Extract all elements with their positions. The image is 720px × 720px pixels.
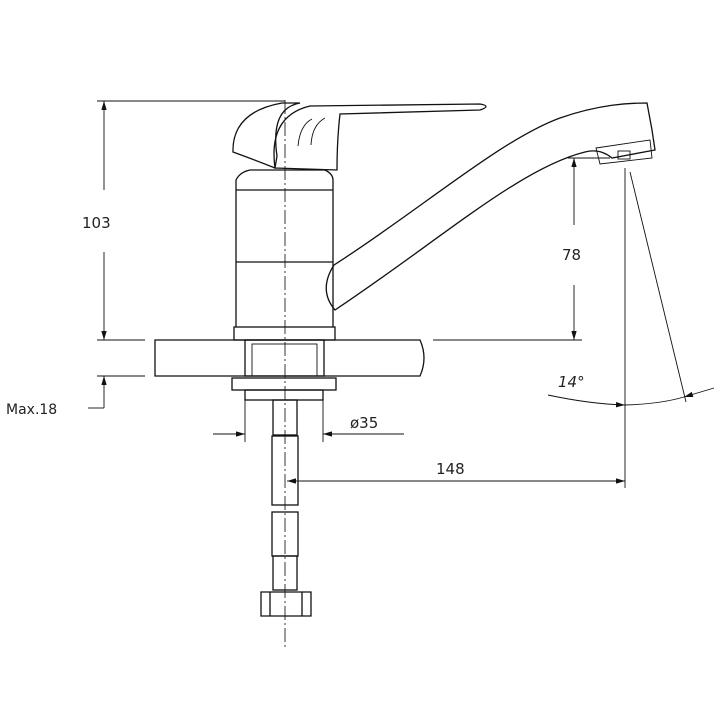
- dimension-label-clearance: 78: [562, 246, 581, 264]
- dimension-angle: 14°: [547, 168, 715, 488]
- dimension-diameter: ø35: [213, 400, 404, 442]
- aerator: [595, 139, 653, 165]
- faucet-spout: [325, 102, 656, 311]
- dimension-148: 148: [287, 460, 625, 484]
- hex-nut: [260, 591, 312, 617]
- lever-handle: [232, 102, 487, 171]
- dimension-max18: Max.18: [6, 339, 145, 418]
- dimension-label-diameter: ø35: [350, 414, 378, 432]
- dimension-103: 103: [82, 100, 285, 340]
- dimension-78: 78: [433, 157, 610, 341]
- mounting-hardware: [231, 377, 337, 436]
- dimension-label-reach: 148: [436, 460, 465, 478]
- supply-hose: [260, 435, 312, 617]
- counter-slab: [154, 339, 425, 377]
- dimension-label-angle: 14°: [558, 373, 585, 391]
- dimension-label-height: 103: [82, 214, 111, 232]
- dimension-label-max-thickness: Max.18: [6, 402, 57, 418]
- faucet-body: [233, 169, 336, 341]
